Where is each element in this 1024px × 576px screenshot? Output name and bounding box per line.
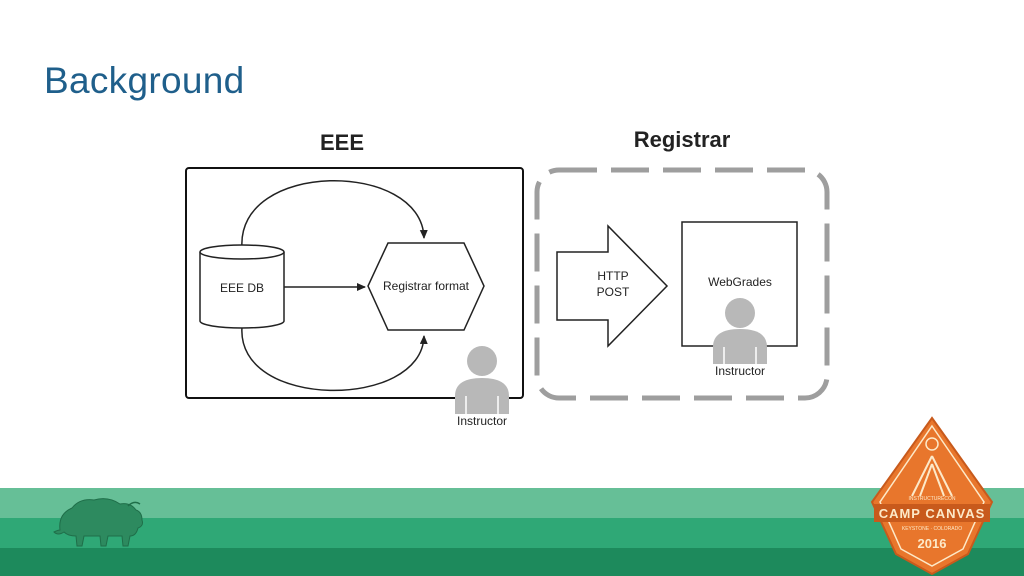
post-label: POST <box>597 285 630 299</box>
http-label: HTTP <box>597 269 628 283</box>
instructor-person-icon <box>455 346 509 414</box>
sun-icon <box>925 437 939 451</box>
eee-container <box>185 167 524 399</box>
instructor-label-registrar: Instructor <box>715 364 765 378</box>
curve-arrow-bottom <box>241 326 428 392</box>
camp-canvas-badge: INSTRUCTURECON CAMP CANVAS KEYSTONE · CO… <box>870 416 994 576</box>
badge-main-text: CAMP CANVAS <box>879 506 986 521</box>
registrar-group-label: Registrar <box>634 127 731 152</box>
buffalo-icon <box>53 498 143 547</box>
instructor-label-eee: Instructor <box>457 414 507 428</box>
slide-title: Background <box>44 60 245 101</box>
footer-band-light <box>0 488 1024 518</box>
footer-band-mid <box>0 518 1024 548</box>
eee-db-cylinder <box>199 244 285 329</box>
registrar-format-label: Registrar format <box>383 279 470 293</box>
badge-sub-text: KEYSTONE · COLORADO <box>902 526 962 532</box>
footer-band-dark <box>0 548 1024 576</box>
tent-icon <box>911 455 953 497</box>
eee-db-label: EEE DB <box>220 281 264 295</box>
webgrades-label: WebGrades <box>708 275 772 289</box>
eee-group-label: EEE <box>320 130 364 155</box>
badge-year: 2016 <box>918 536 947 551</box>
http-post-arrow <box>556 224 669 348</box>
curve-arrow-top <box>241 179 428 249</box>
registrar-format-hexagon <box>367 242 485 331</box>
architecture-diagram: EEE Registrar EEE DB Registrar format HT… <box>185 127 830 428</box>
instructor-person-icon <box>713 298 767 364</box>
registrar-container <box>534 167 830 401</box>
badge-top-text: INSTRUCTURECON <box>909 496 956 502</box>
